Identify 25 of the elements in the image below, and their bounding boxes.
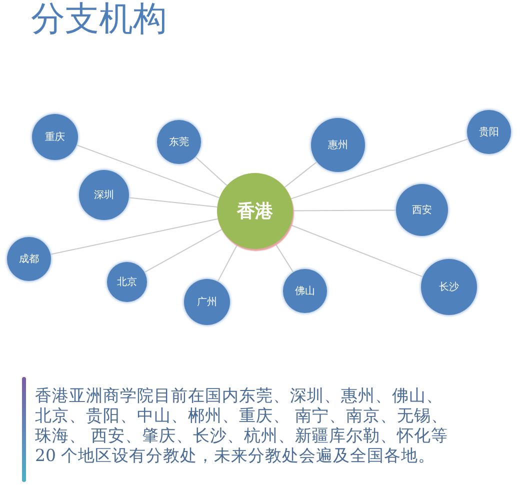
city-circle: 佛山 <box>283 269 327 313</box>
title: 分支机构 <box>31 0 167 40</box>
connector-line <box>144 228 222 273</box>
city-circle: 长沙 <box>421 259 477 315</box>
connector-line <box>292 210 396 212</box>
city-circle: 贵阳 <box>467 110 511 154</box>
connector-line <box>128 197 218 208</box>
connector-line <box>50 218 218 255</box>
city-circle: 广州 <box>184 279 230 325</box>
city-circle: 惠州 <box>311 118 365 172</box>
connector-line <box>217 244 238 282</box>
connector-line <box>194 156 228 186</box>
city-circle: 成都 <box>7 237 51 281</box>
city-circle: 东莞 <box>157 120 201 164</box>
connector-line <box>284 161 318 188</box>
connector-line <box>76 144 220 198</box>
connector-line <box>290 138 469 200</box>
city-circle: 西安 <box>396 184 448 236</box>
city-circle: 北京 <box>107 262 147 302</box>
city-circle: 重庆 <box>32 114 78 160</box>
connector-line <box>274 242 294 273</box>
hub-circle: 香港 <box>217 173 293 249</box>
description-text: 香港亚洲商学院目前在国内东莞、深圳、惠州、佛山、北京、贵阳、中山、郴州、重庆、 南宁、南京、无锡、珠海、 西安、肇庆、长沙、杭州、新疆库尔勒、怀化等20 个地区设有分教处，未来分教处会遍及全国各地。 <box>35 386 450 466</box>
city-circle: 深圳 <box>79 170 129 220</box>
connector-line <box>290 224 424 278</box>
